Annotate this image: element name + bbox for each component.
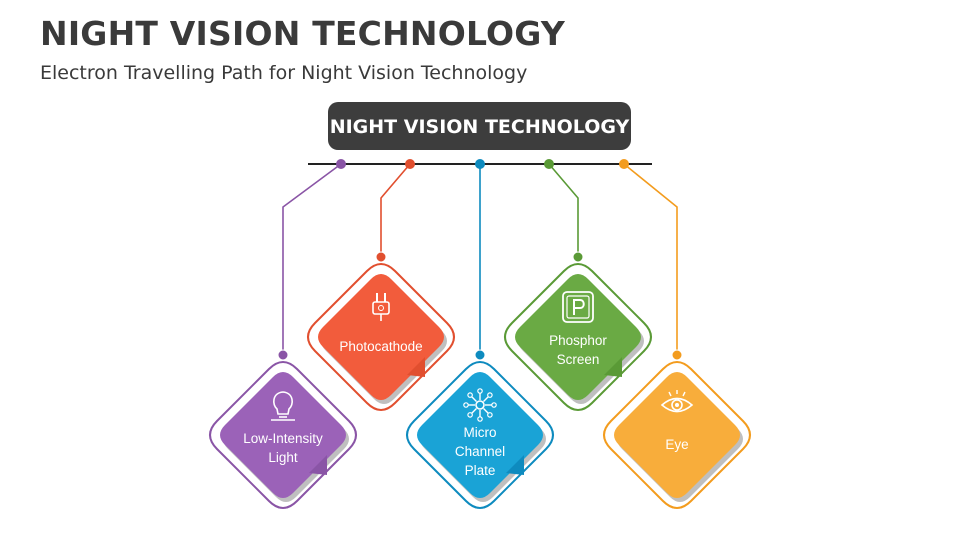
header-box-label: NIGHT VISION TECHNOLOGY [330,116,630,138]
eye-icon [660,390,694,413]
diamond-arrow [309,455,327,475]
diamond-step-2: Photocathode [307,263,455,411]
header-box: NIGHT VISION TECHNOLOGY [328,102,631,150]
connector-2 [375,159,415,263]
parking-sign-icon [562,291,594,323]
diamond-arrow [506,455,524,475]
connector-bottom-dot [572,251,584,263]
diamond-label: Low-Intensity [243,431,323,446]
page-subtitle: Electron Travelling Path for Night Visio… [40,62,528,84]
connector-line [380,163,411,257]
connector-bottom-dot [474,349,486,361]
connector-3 [474,159,486,361]
diamond-label: Screen [557,352,600,367]
header-box-bg [328,102,631,150]
diamond-label: Photocathode [339,339,422,354]
diamond-label: Phosphor [549,333,607,348]
diamond-fill [614,372,740,498]
connector-top-dot [405,159,415,169]
connector-line [282,163,342,355]
plug-icon [372,293,390,321]
connector-top-dot [619,159,629,169]
diamond-fill [220,372,346,498]
connector-4 [544,159,584,263]
connector-top-dot [544,159,554,169]
connector-bottom-dot [671,349,683,361]
connector-1 [277,159,346,361]
diamond-label: Channel [455,444,505,459]
diamond-label: Light [268,450,298,465]
diamond-arrow [604,357,622,377]
lightbulb-icon [271,391,295,421]
page-title: NIGHT VISION TECHNOLOGY [40,14,565,53]
connector-top-dot [336,159,346,169]
connectors [277,159,683,361]
diamond-fill [318,274,444,400]
diamond-label: Eye [665,437,688,452]
connector-bottom-dot [277,349,289,361]
network-icon [463,388,497,422]
connector-line [548,163,579,257]
diamond-step-5: Eye [603,361,751,509]
diamond-label: Micro [464,425,497,440]
diamond-fill [417,372,543,498]
diamond-arrow [407,357,425,377]
diamond-label: Plate [465,463,496,478]
diamond-fill [515,274,641,400]
connector-top-dot [475,159,485,169]
connector-5 [619,159,683,361]
connector-bottom-dot [375,251,387,263]
connector-line [623,163,678,355]
